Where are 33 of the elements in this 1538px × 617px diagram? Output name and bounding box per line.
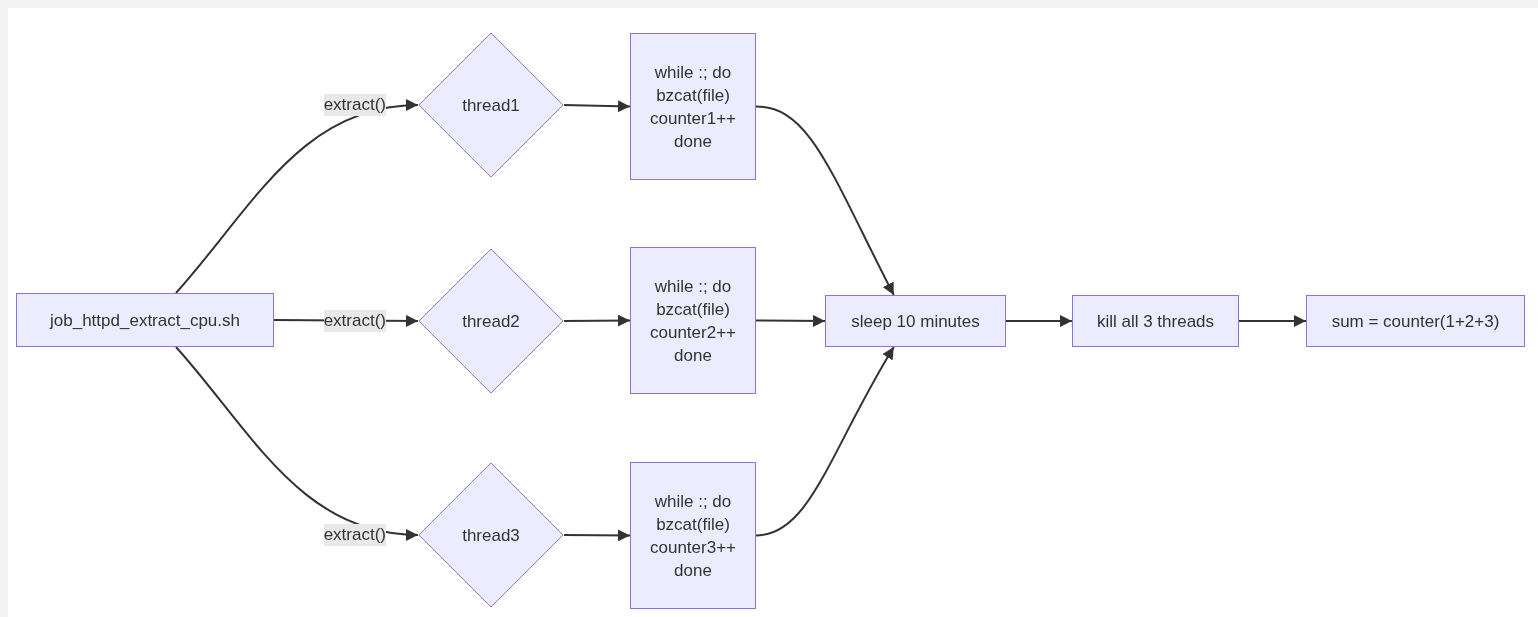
node-label: thread3: [462, 524, 520, 547]
node-label: kill all 3 threads: [1096, 310, 1215, 333]
arrow: [563, 529, 631, 542]
arrow: [1238, 315, 1307, 327]
arrow: [755, 346, 895, 537]
edge-label: extract(): [323, 310, 386, 332]
decision-diamond: [418, 462, 564, 608]
arrow: [755, 314, 826, 327]
node-label: while :; do bzcat(file) counter1++ done: [649, 61, 737, 153]
arrow: [1005, 315, 1073, 327]
arrow: [563, 314, 631, 327]
process-box: [630, 247, 756, 394]
process-box: [630, 33, 756, 180]
node-label: while :; do bzcat(file) counter3++ done: [649, 490, 737, 582]
arrow: [174, 99, 419, 294]
decision-diamond: [418, 248, 564, 394]
process-box: [1306, 295, 1525, 347]
edge-label: extract(): [323, 94, 386, 116]
edge-label: extract(): [323, 524, 386, 546]
decision-diamond: [418, 32, 564, 178]
node-label: sum = counter(1+2+3): [1331, 310, 1500, 333]
process-box: [16, 293, 274, 347]
node-label: job_httpd_extract_cpu.sh: [50, 309, 240, 332]
process-box: [630, 462, 756, 609]
node-label: while :; do bzcat(file) counter2++ done: [649, 275, 737, 367]
node-label: thread1: [462, 94, 520, 117]
node-label: thread2: [462, 310, 520, 333]
arrow: [755, 105, 895, 296]
process-box: [825, 295, 1006, 347]
arrow: [563, 100, 631, 113]
arrow: [174, 346, 419, 541]
node-label: sleep 10 minutes: [851, 310, 980, 333]
process-box: [1072, 295, 1239, 347]
